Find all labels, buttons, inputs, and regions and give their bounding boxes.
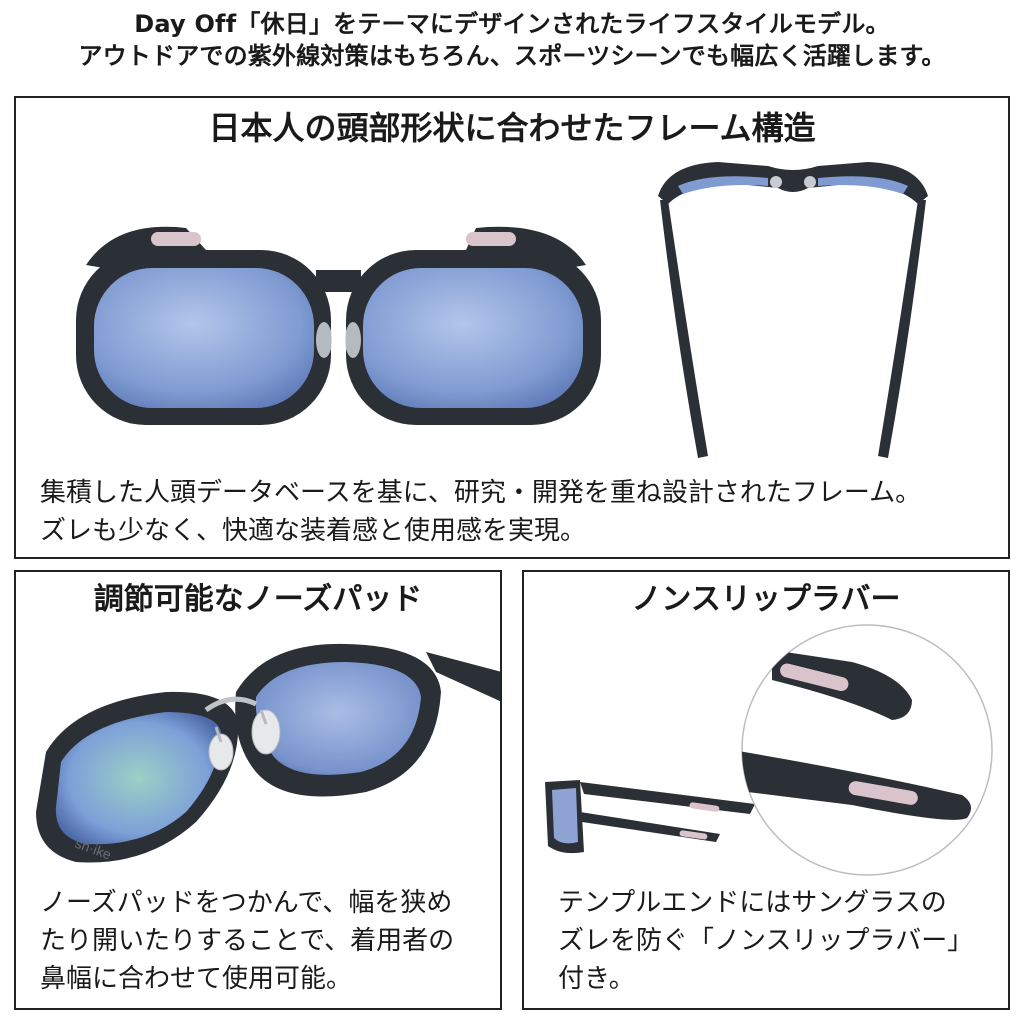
temple-end-magnified-image [741, 624, 993, 876]
nose-pad-caption-line-1: ノーズパッドをつかんで、幅を狭め [40, 888, 453, 918]
intro-line-2: アウトドアでの紫外線対策はもちろん、スポーツシーンでも幅広く活躍します。 [78, 42, 946, 70]
non-slip-rubber-caption-line-3: 付き。 [558, 964, 635, 994]
sunglasses-top-view-image [658, 162, 928, 458]
nose-pad-panel: 調節可能なノーズパッド sh·ike [14, 570, 502, 1010]
sunglasses-side-view-image [545, 780, 755, 854]
non-slip-rubber-caption-line-2: ズレを防ぐ「ノンスリップラバー」 [558, 926, 974, 956]
frame-structure-caption-line-1: 集積した人頭データベースを基に、研究・開発を重ね設計されたフレーム。 [40, 478, 922, 508]
nose-pad-closeup-image: sh·ike [36, 643, 500, 863]
intro-text: Day Off「休日」をテーマにデザインされたライフスタイルモデル。 アウトドア… [0, 8, 1024, 72]
intro-line-1: Day Off「休日」をテーマにデザインされたライフスタイルモデル。 [134, 10, 890, 38]
non-slip-rubber-title: ノンスリップラバー [631, 582, 901, 617]
frame-structure-title: 日本人の頭部形状に合わせたフレーム構造 [208, 109, 816, 147]
non-slip-rubber-caption-line-1: テンプルエンドにはサングラスの [558, 888, 947, 918]
frame-structure-panel: 日本人の頭部形状に合わせたフレーム構造 [14, 96, 1010, 559]
nose-pad-caption-line-3: 鼻幅に合わせて使用可能。 [40, 964, 353, 994]
frame-structure-caption-line-2: ズレも少なく、快適な装着感と使用感を実現。 [40, 516, 587, 546]
sunglasses-front-view-image [76, 226, 601, 425]
nose-pad-caption-line-2: たり開いたりすることで、着用者の [40, 926, 455, 956]
non-slip-rubber-panel: ノンスリップラバー テンプルエンドにはサングラスの ズレを防ぐ「ノンスリップラバ… [522, 570, 1010, 1010]
nose-pad-title: 調節可能なノーズパッド [93, 582, 423, 617]
